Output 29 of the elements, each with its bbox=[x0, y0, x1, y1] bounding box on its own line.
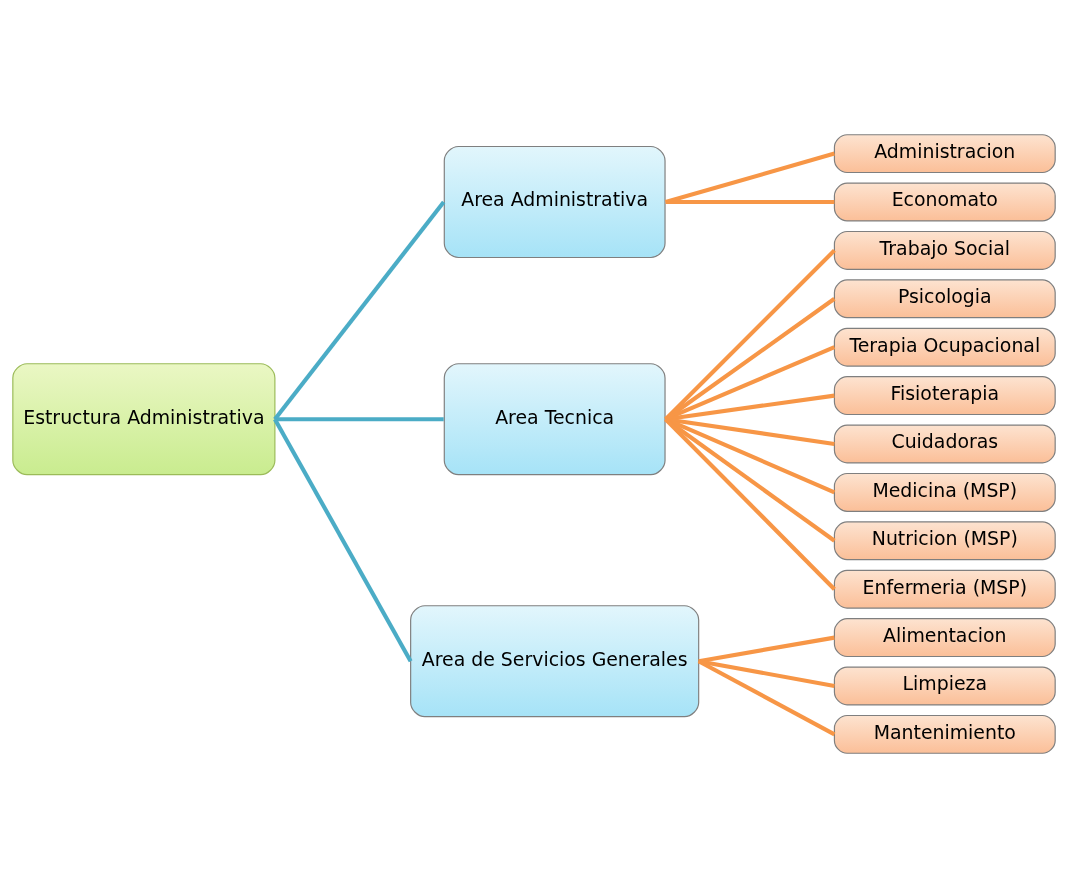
node-box: Cuidadoras bbox=[833, 424, 1056, 464]
connector bbox=[665, 151, 835, 204]
node-box: Area de Servicios Generales bbox=[410, 605, 700, 718]
node-box: Nutricion (MSP) bbox=[833, 521, 1056, 561]
connector bbox=[664, 297, 836, 421]
node-box: Administracion bbox=[833, 134, 1056, 174]
node-box: Medicina (MSP) bbox=[833, 472, 1056, 512]
connector bbox=[274, 417, 444, 422]
connector bbox=[664, 417, 836, 591]
node-box: Psicologia bbox=[833, 279, 1056, 319]
connector bbox=[273, 418, 413, 663]
connector bbox=[698, 659, 835, 689]
node-box: Enfermeria (MSP) bbox=[833, 569, 1056, 609]
node-box: Mantenimiento bbox=[833, 714, 1056, 754]
connector bbox=[665, 199, 835, 205]
node-box: Trabajo Social bbox=[833, 230, 1056, 270]
connector bbox=[664, 248, 836, 421]
node-box: Economato bbox=[833, 182, 1056, 222]
node-box: Alimentacion bbox=[833, 618, 1056, 658]
node-box: Limpieza bbox=[833, 666, 1056, 706]
connector bbox=[273, 200, 446, 421]
node-box: Estructura Administrativa bbox=[12, 363, 276, 476]
node-box: Fisioterapia bbox=[833, 376, 1056, 416]
node-box: Area Tecnica bbox=[443, 363, 666, 476]
connector bbox=[697, 659, 836, 737]
node-box: Terapia Ocupacional bbox=[833, 327, 1056, 367]
connector bbox=[698, 635, 835, 664]
connector bbox=[664, 417, 836, 543]
node-box: Area Administrativa bbox=[443, 145, 666, 259]
